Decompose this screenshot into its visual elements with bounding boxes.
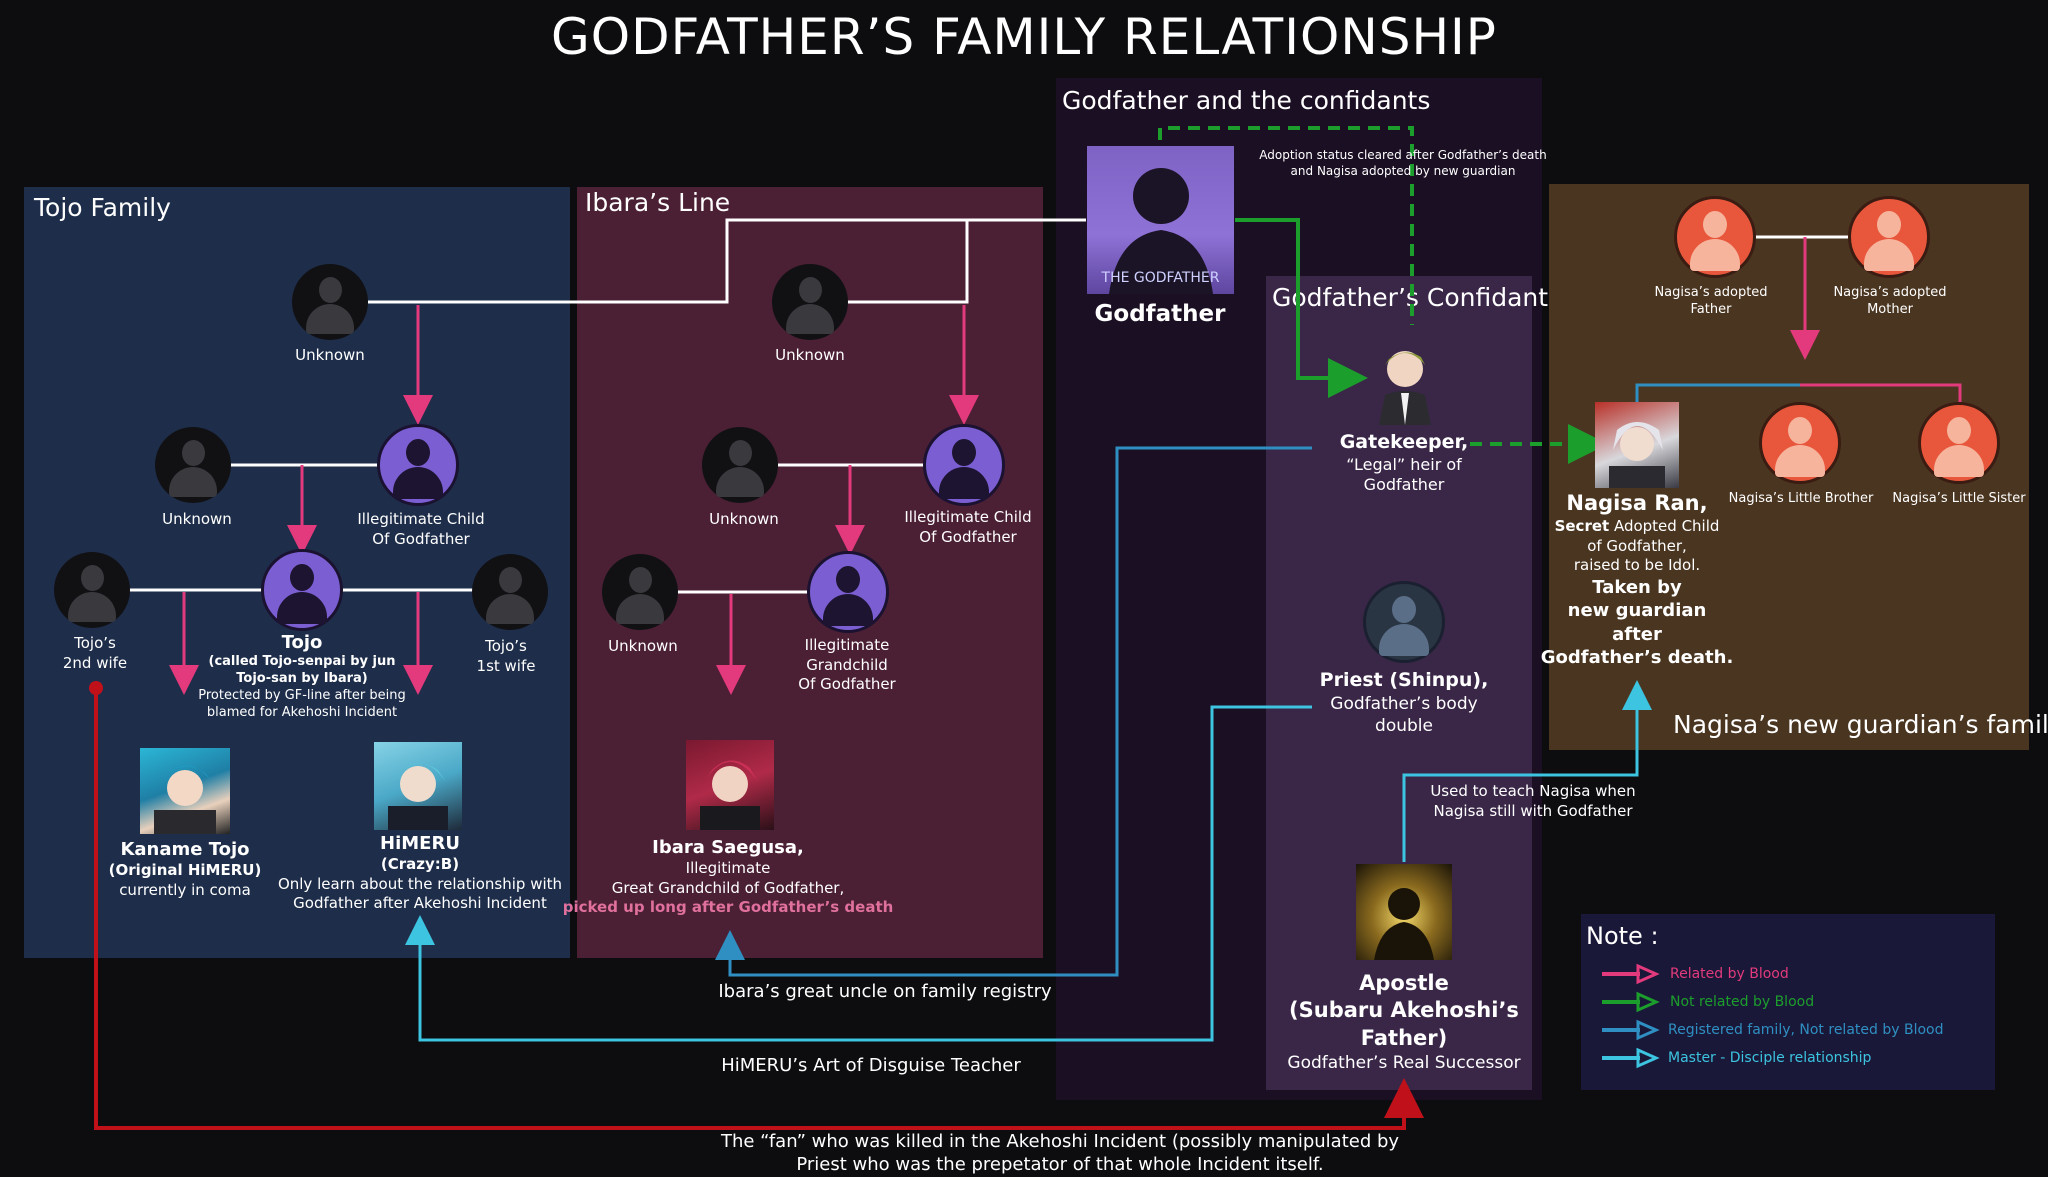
tojo-unknown-mid-avatar (155, 427, 231, 503)
adoption-status-note: Adoption status cleared after Godfather’… (1259, 148, 1547, 178)
godfather-portrait: THE GODFATHER (1087, 146, 1234, 294)
himeru-label: HiMERU (Crazy:B) Only learn about the re… (277, 833, 563, 913)
priest-label: Priest (Shinpu), Godfather’s body double (1319, 669, 1489, 736)
legend-blood: Related by Blood (1670, 966, 1789, 982)
little-sister-label: Nagisa’s Little Sister (1892, 491, 2026, 506)
tojo-unknown-mid-label: Unknown (162, 510, 232, 528)
tojo-avatar (261, 549, 343, 631)
little-sister-avatar (1918, 402, 2000, 484)
godfather-label: Godfather (1094, 301, 1226, 327)
ibara-unknown-low-label: Unknown (608, 637, 678, 655)
ibara-unknown-mid-label: Unknown (709, 510, 779, 528)
ibara-line-title: Ibara’s Line (585, 188, 731, 217)
fan-caption: The “fan” who was killed in the Akehoshi… (720, 1131, 1400, 1176)
legend-registered: Registered family, Not related by Blood (1668, 1022, 1944, 1038)
tojo-illegit-child-avatar (377, 424, 459, 506)
apostle-label: Apostle (Subaru Akehoshi’s Father) Godfa… (1287, 971, 1521, 1073)
gatekeeper-portrait (1365, 335, 1445, 425)
tojo-family-title: Tojo Family (34, 193, 171, 222)
nagisa-ran-label: Nagisa Ran, Secret Adopted Child of Godf… (1540, 491, 1734, 668)
ibara-unknown-low-avatar (602, 554, 678, 630)
godfather-caption: THE GODFATHER (1101, 270, 1220, 286)
legend-arrows (1602, 963, 1660, 1069)
legend-title: Note : (1586, 922, 1659, 950)
legend-not-blood: Not related by Blood (1670, 994, 1815, 1010)
nagisa-family-title: Nagisa’s new guardian’s family (1673, 710, 2048, 739)
tojo-unknown-top-avatar (292, 264, 368, 340)
page-title: GODFATHER’S FAMILY RELATIONSHIP (551, 8, 1497, 66)
ibara-unknown-top-label: Unknown (775, 346, 845, 364)
ibara-illegit-child-avatar (923, 424, 1005, 506)
ibara-unknown-mid-avatar (702, 427, 778, 503)
himeru-portrait (374, 742, 462, 830)
kaname-tojo-portrait (140, 748, 230, 834)
little-brother-avatar (1759, 402, 1841, 484)
gatekeeper-label: Gatekeeper, “Legal” heir of Godfather (1339, 431, 1469, 495)
priest-avatar (1363, 581, 1445, 663)
ibara-unknown-top-avatar (772, 264, 848, 340)
tojo-1st-wife-avatar (472, 554, 548, 630)
ibara-saegusa-label: Ibara Saegusa, Illegitimate Great Grandc… (562, 837, 894, 917)
adopted-mother-avatar (1848, 196, 1930, 278)
godfather-panel-title: Godfather and the confidants (1062, 86, 1431, 115)
tojo-unknown-top-label: Unknown (295, 346, 365, 364)
ibara-grandchild-avatar (807, 551, 889, 633)
ibara-saegusa-portrait (686, 740, 774, 830)
legend-master-disciple: Master - Disciple relationship (1668, 1050, 1872, 1066)
himeru-teacher-caption: HiMERU’s Art of Disguise Teacher (721, 1055, 1021, 1076)
tojo-label: Tojo (called Tojo-senpai by jun Tojo-san… (198, 632, 406, 721)
tojo-2nd-wife-avatar (54, 552, 130, 628)
nagisa-ran-portrait (1595, 402, 1679, 488)
ibara-great-uncle-caption: Ibara’s great uncle on family registry (718, 981, 1052, 1002)
adopted-father-avatar (1674, 196, 1756, 278)
apostle-portrait (1356, 864, 1452, 960)
little-brother-label: Nagisa’s Little Brother (1728, 491, 1874, 506)
kaname-tojo-label: Kaname Tojo (Original HiMERU) currently … (108, 839, 262, 899)
